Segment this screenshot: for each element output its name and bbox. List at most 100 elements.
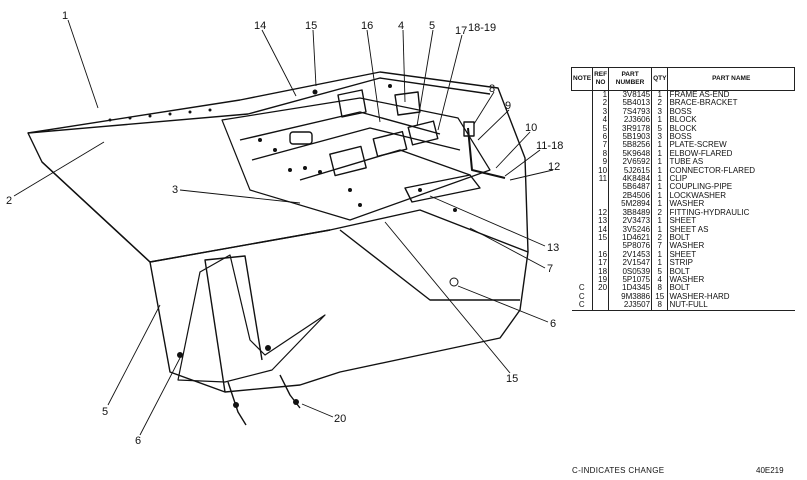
table-cell-name: STRIP	[669, 259, 693, 268]
table-cell-qty: 2	[651, 208, 669, 218]
table-cell-name: TUBE AS	[669, 158, 704, 167]
callout-16: 16	[361, 20, 373, 32]
table-cell-ref	[592, 301, 610, 311]
table-cell-ref: 15	[592, 233, 610, 243]
table-cell-pn: 3V5246	[608, 225, 653, 234]
table-cell-qty: 15	[651, 292, 669, 302]
table-cell-pn: 2V1547	[608, 259, 653, 268]
table-cell-ref	[592, 200, 610, 209]
table-cell-note	[571, 116, 594, 125]
table-cell-note	[571, 149, 594, 159]
table-cell-ref: 20	[592, 284, 610, 293]
table-cell-note	[571, 175, 594, 184]
table-cell-name: FITTING-HYDRAULIC	[669, 208, 750, 217]
table-cell-name: BOLT	[669, 233, 690, 242]
callout-14: 14	[254, 20, 266, 32]
table-cell-name: FRAME AS-END	[669, 90, 730, 99]
table-cell-note	[571, 242, 594, 251]
header-qty: QTY	[651, 67, 669, 91]
table-cell-ref: 4	[592, 116, 610, 125]
table-cell-pn: 2J3507	[608, 301, 653, 311]
table-cell-note	[571, 191, 594, 201]
table-cell-note	[571, 267, 594, 276]
table-cell-qty: 2	[651, 99, 669, 108]
table-cell-note	[571, 141, 594, 150]
table-cell-pn: 1D4345	[608, 284, 653, 293]
callout-6-right: 6	[550, 318, 556, 330]
table-cell-pn: 5P8076	[608, 242, 653, 251]
callout-9: 9	[505, 100, 511, 112]
callout-1: 1	[62, 10, 68, 22]
table-cell-ref: 1	[592, 90, 610, 100]
callout-10: 10	[525, 122, 537, 134]
callout-5-bottom: 5	[102, 406, 108, 418]
table-cell-pn: 5B6487	[608, 183, 653, 192]
callout-6-bottom: 6	[135, 435, 141, 447]
table-cell-name: WASHER	[669, 242, 705, 251]
frame-outline	[27, 71, 529, 393]
table-cell-qty: 1	[651, 175, 669, 184]
table-cell-qty: 8	[651, 301, 669, 311]
callout-17: 17	[455, 25, 467, 37]
table-cell-qty: 5	[651, 124, 669, 134]
table-cell-pn: 2J3606	[608, 116, 653, 125]
table-cell-ref: 12	[592, 208, 610, 218]
table-cell-ref: 19	[592, 275, 610, 285]
table-cell-name: SHEET	[669, 250, 697, 259]
table-cell-qty: 1	[651, 250, 669, 260]
table-cell-pn: 4K8484	[608, 175, 653, 184]
exploded-parts-drawing: 1 2 3 14 15 16 4 5 17 18-19 8 9 10 11-18…	[6, 10, 563, 447]
table-cell-qty: 1	[651, 90, 669, 100]
table-cell-qty: 1	[651, 166, 669, 176]
table-cell-pn: 5B1903	[608, 133, 653, 142]
table-cell-ref: 18	[592, 267, 610, 276]
callout-5-top: 5	[429, 20, 435, 32]
table-cell-note	[571, 107, 594, 117]
table-cell-name: BLOCK	[669, 116, 697, 125]
table-cell-ref: 5	[592, 124, 610, 134]
callout-8: 8	[489, 83, 495, 95]
table-cell-note	[571, 124, 594, 134]
table-cell-qty: 3	[651, 107, 669, 117]
table-cell-qty: 1	[651, 149, 669, 159]
table-cell-qty: 7	[651, 242, 669, 251]
table-cell-qty: 8	[651, 284, 669, 293]
table-cell-ref: 3	[592, 107, 610, 117]
table-cell-qty: 1	[651, 141, 669, 150]
table-cell-pn: 5B4013	[608, 99, 653, 108]
table-cell-pn: 3B8489	[608, 208, 653, 218]
callout-18-19: 18-19	[468, 22, 496, 34]
table-cell-name: BOLT	[669, 267, 690, 276]
table-cell-note: C	[571, 284, 594, 293]
table-cell-note	[571, 208, 594, 218]
table-cell-ref: 11	[592, 175, 610, 184]
table-cell-ref: 9	[592, 158, 610, 167]
table-cell-note	[571, 158, 594, 167]
table-cell-ref: 14	[592, 225, 610, 234]
table-cell-pn: 5P1075	[608, 275, 653, 285]
table-cell-name: PLATE-SCREW	[669, 141, 727, 150]
callout-11-18: 11-18	[536, 140, 563, 152]
header-part-name: PART NAME	[667, 67, 795, 91]
callout-3: 3	[172, 184, 178, 196]
table-cell-qty: 1	[651, 191, 669, 201]
table-cell-note	[571, 225, 594, 234]
table-cell-name: LOCKWASHER	[669, 191, 727, 200]
table-cell-note	[571, 233, 594, 243]
callout-12: 12	[548, 161, 560, 173]
table-cell-note	[571, 250, 594, 260]
callout-13: 13	[547, 242, 559, 254]
callout-4: 4	[398, 20, 404, 32]
